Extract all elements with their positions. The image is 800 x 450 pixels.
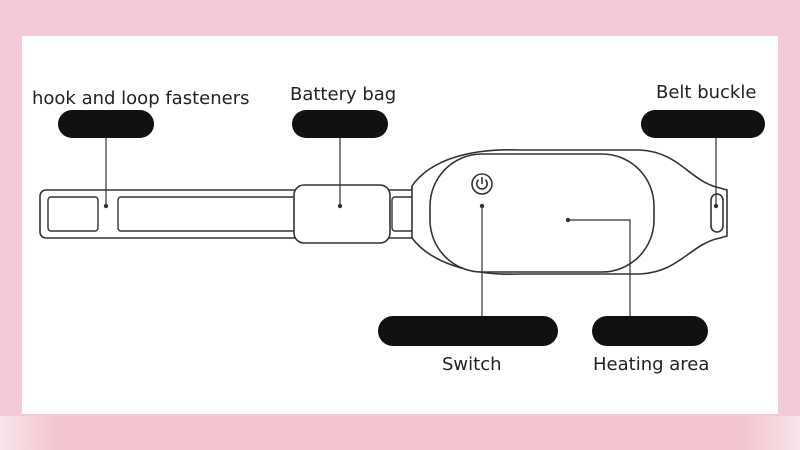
fastener-pad-main — [117, 196, 297, 232]
leader-heating-area — [568, 219, 631, 316]
leader-dot-switch — [479, 203, 485, 209]
pill-battery-bag — [292, 110, 388, 138]
bottom-band — [0, 416, 800, 450]
label-battery-bag: Battery bag — [290, 84, 397, 105]
fastener-pad-left — [47, 196, 99, 232]
heating-pad — [429, 153, 655, 273]
leader-dot-battery-bag — [337, 203, 343, 209]
label-heating-area: Heating area — [593, 354, 710, 375]
bottom-band-fade-right — [740, 416, 800, 450]
pill-heating-area — [592, 316, 708, 346]
label-hook-loop-fasteners: hook and loop fasteners — [32, 88, 250, 109]
leader-dot-heating-area — [565, 217, 571, 223]
power-icon[interactable] — [471, 173, 493, 195]
label-switch: Switch — [442, 354, 502, 375]
pill-hook-loop — [58, 110, 154, 138]
label-belt-buckle: Belt buckle — [656, 82, 757, 103]
bottom-band-fade-left — [0, 416, 60, 450]
belt-buckle-slot — [710, 193, 724, 233]
strap-slot — [391, 196, 415, 232]
pill-switch — [378, 316, 558, 346]
battery-bag — [293, 184, 391, 244]
leader-dot-hook-loop — [103, 203, 109, 209]
leader-dot-belt-buckle — [713, 203, 719, 209]
pill-belt-buckle — [641, 110, 765, 138]
